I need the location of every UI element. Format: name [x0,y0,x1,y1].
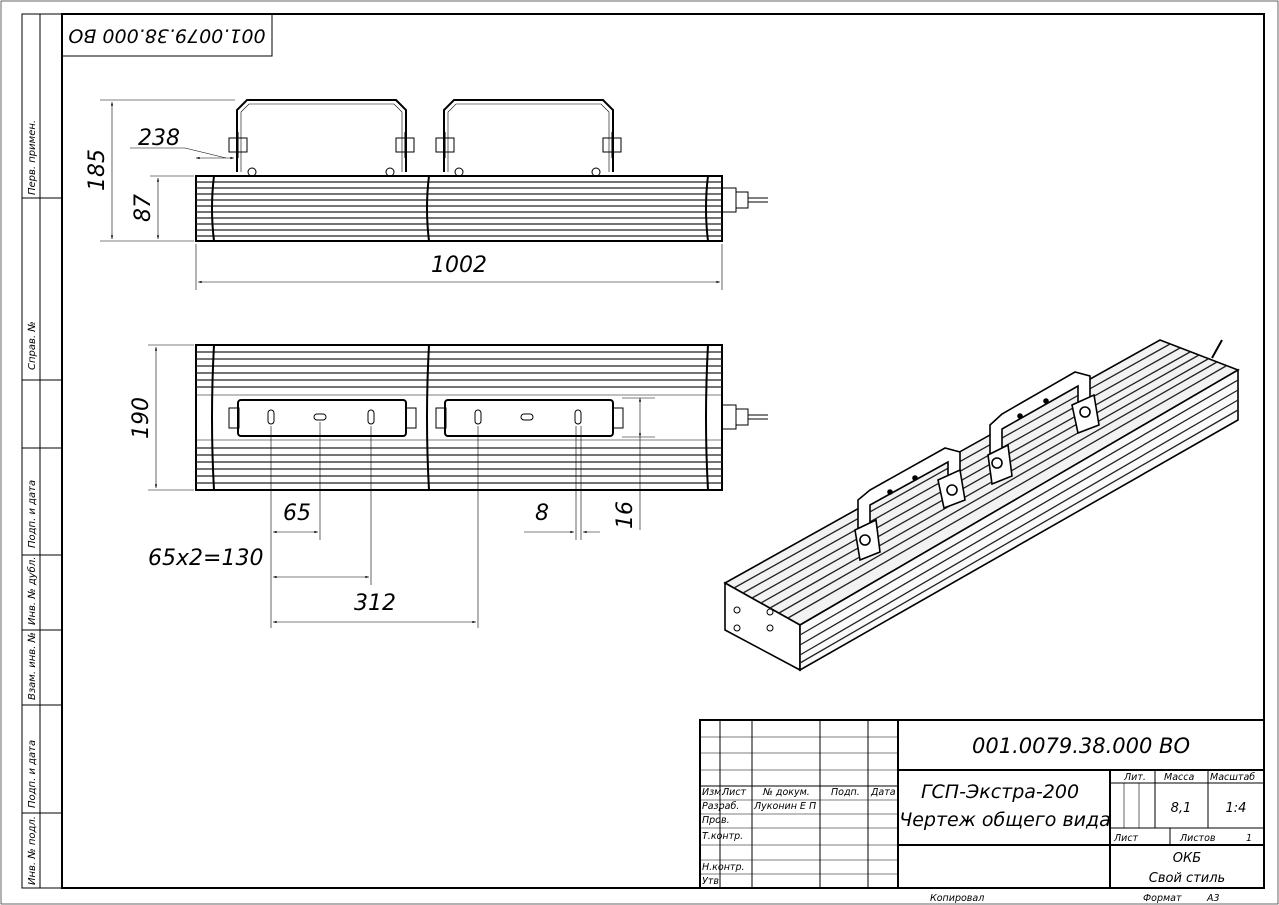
side-label-vzam-inv-no: Взам. инв. № [27,632,38,700]
footer-format-value: А3 [1206,893,1220,904]
tb-lit-label: Лит. [1123,772,1146,783]
rotated-stamp-text: 001.0079.38.000 ВО [68,25,265,47]
tb-col-izm: Изм. [702,787,724,798]
iso-bracket-front [854,447,966,562]
side-label-podp-data-2: Подп. и дата [27,740,38,808]
tb-doc-type: Чертеж общего вида [899,809,1111,831]
tb-row-razrab: Разраб. [702,801,739,812]
tb-listov-value: 1 [1246,833,1252,844]
dim-65: 65 [283,501,311,526]
tb-masshtab-value: 1:4 [1226,801,1247,816]
bracket-left [236,99,407,172]
tb-col-no-dokum: № докум. [762,787,810,798]
footer-format-label: Формат [1143,893,1182,904]
dim-8: 8 [535,501,549,526]
tb-row-utv: Утв. [702,876,722,887]
tb-row-tkontr: Т.контр. [702,831,743,842]
dim-1002: 1002 [431,253,487,278]
tb-product-name: ГСП-Экстра-200 [921,781,1079,803]
dim-87: 87 [131,194,156,222]
iso-top-face [723,339,1240,626]
side-columns: Перв. примен. Справ. № Подп. и дата Инв.… [21,13,63,889]
top-view [195,344,768,491]
dim-65x2: 65x2=130 [148,546,263,571]
tb-col-list: Лист [721,787,747,798]
tb-listov-label: Листов [1179,833,1216,844]
isometric-view [723,339,1240,672]
rotated-stamp: 001.0079.38.000 ВО [62,14,273,57]
dim-185: 185 [85,149,110,191]
fins-top [196,351,722,484]
tb-razrab-name: Луконин Е П [753,801,816,812]
tb-massa-value: 8,1 [1171,801,1192,816]
iso-bracket-back [987,371,1100,486]
tb-org-line2: Свой стиль [1149,871,1225,886]
tb-col-podp: Подп. [831,787,860,798]
side-label-inv-no-dubl: Инв. № дубл. [26,557,38,625]
tb-doc-number: 001.0079.38.000 ВО [972,734,1190,758]
tb-masshtab-label: Масштаб [1210,772,1255,783]
bracket-right [443,99,614,172]
side-label-inv-no-podl: Инв. № подл. [27,816,38,885]
iso-fins [733,343,1239,664]
title-block: Изм. Лист № докум. Подп. Дата Разраб. Лу… [699,719,1265,889]
front-dimensions: 185 87 238 1002 [85,99,723,290]
tb-massa-label: Масса [1164,772,1194,783]
tb-row-nkontr: Н.контр. [702,862,745,873]
tb-org-line1: ОКБ [1173,851,1201,866]
body-top [195,344,723,491]
top-dimensions: 190 65 8 16 65x2=130 312 [129,344,655,628]
tb-list-label: Лист [1113,833,1139,844]
body-front [195,175,723,242]
bracket-plate-right [444,399,614,437]
dim-238: 238 [138,126,180,151]
dim-312: 312 [354,591,396,616]
bracket-plate-left [237,399,407,437]
side-label-sprav-no: Справ. № [27,321,38,370]
front-view [195,99,768,242]
tb-row-prov: Пров. [702,815,730,826]
dim-190: 190 [129,397,154,439]
tb-col-data: Дата [870,787,896,798]
dim-16: 16 [613,501,638,529]
fins-front [196,181,722,237]
footer-kopiroval: Копировал [930,893,984,904]
side-label-podp-data-1: Подп. и дата [27,480,38,548]
side-label-perv-primen: Перв. примен. [27,120,38,195]
